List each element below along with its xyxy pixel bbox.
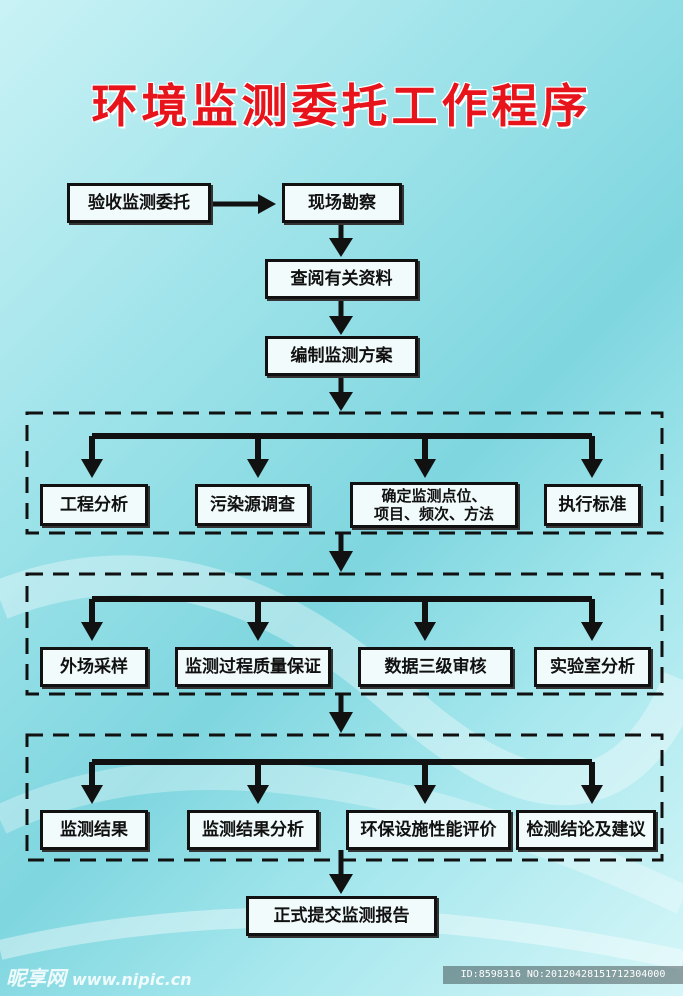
arrow-group2-to-group3 xyxy=(329,694,353,733)
arrow-accept-to-survey xyxy=(212,194,276,214)
item-lab-analysis: 实验室分析 xyxy=(534,647,651,687)
item-field-sampling: 外场采样 xyxy=(40,647,148,687)
watermark-url: www.nipic.cn xyxy=(72,970,192,989)
step-site-survey: 现场勘察 xyxy=(282,183,402,223)
arrow-plan-to-group1 xyxy=(329,376,353,411)
arrow-group1-to-group2 xyxy=(329,533,353,572)
item-engineering-analysis: 工程分析 xyxy=(40,484,148,526)
item-results-analysis: 监测结果分析 xyxy=(187,810,319,850)
item-data-review: 数据三级审核 xyxy=(358,647,513,687)
group2-frame xyxy=(25,572,664,696)
group1-frame xyxy=(25,411,664,535)
item-conclusions-suggestions: 检测结论及建议 xyxy=(516,810,656,850)
watermark-brand-text: 昵享网 xyxy=(6,966,66,990)
item-facility-evaluation: 环保设施性能评价 xyxy=(346,810,511,850)
step-review-materials: 查阅有关资料 xyxy=(265,259,418,299)
item-determine-monitoring-points: 确定监测点位、 项目、频次、方法 xyxy=(350,482,518,528)
arrow-review-to-plan xyxy=(329,299,353,335)
item-monitoring-results: 监测结果 xyxy=(40,810,148,850)
watermark-brand: 昵享网 www.nipic.cn xyxy=(6,962,192,991)
watermark-id: ID:8598316 NO:20120428151712304000 xyxy=(443,966,683,984)
group3-frame xyxy=(25,733,664,862)
step-accept-commission: 验收监测委托 xyxy=(67,183,211,223)
item-quality-assurance: 监测过程质量保证 xyxy=(175,647,331,687)
arrow-group3-to-report xyxy=(329,850,353,894)
item-pollution-source-survey: 污染源调查 xyxy=(195,484,310,526)
item-execution-standard: 执行标准 xyxy=(544,484,641,526)
page-title: 环境监测委托工作程序 xyxy=(91,79,592,133)
step-submit-report: 正式提交监测报告 xyxy=(246,896,437,936)
step-prepare-plan: 编制监测方案 xyxy=(265,336,418,376)
arrow-survey-to-review xyxy=(329,224,353,257)
